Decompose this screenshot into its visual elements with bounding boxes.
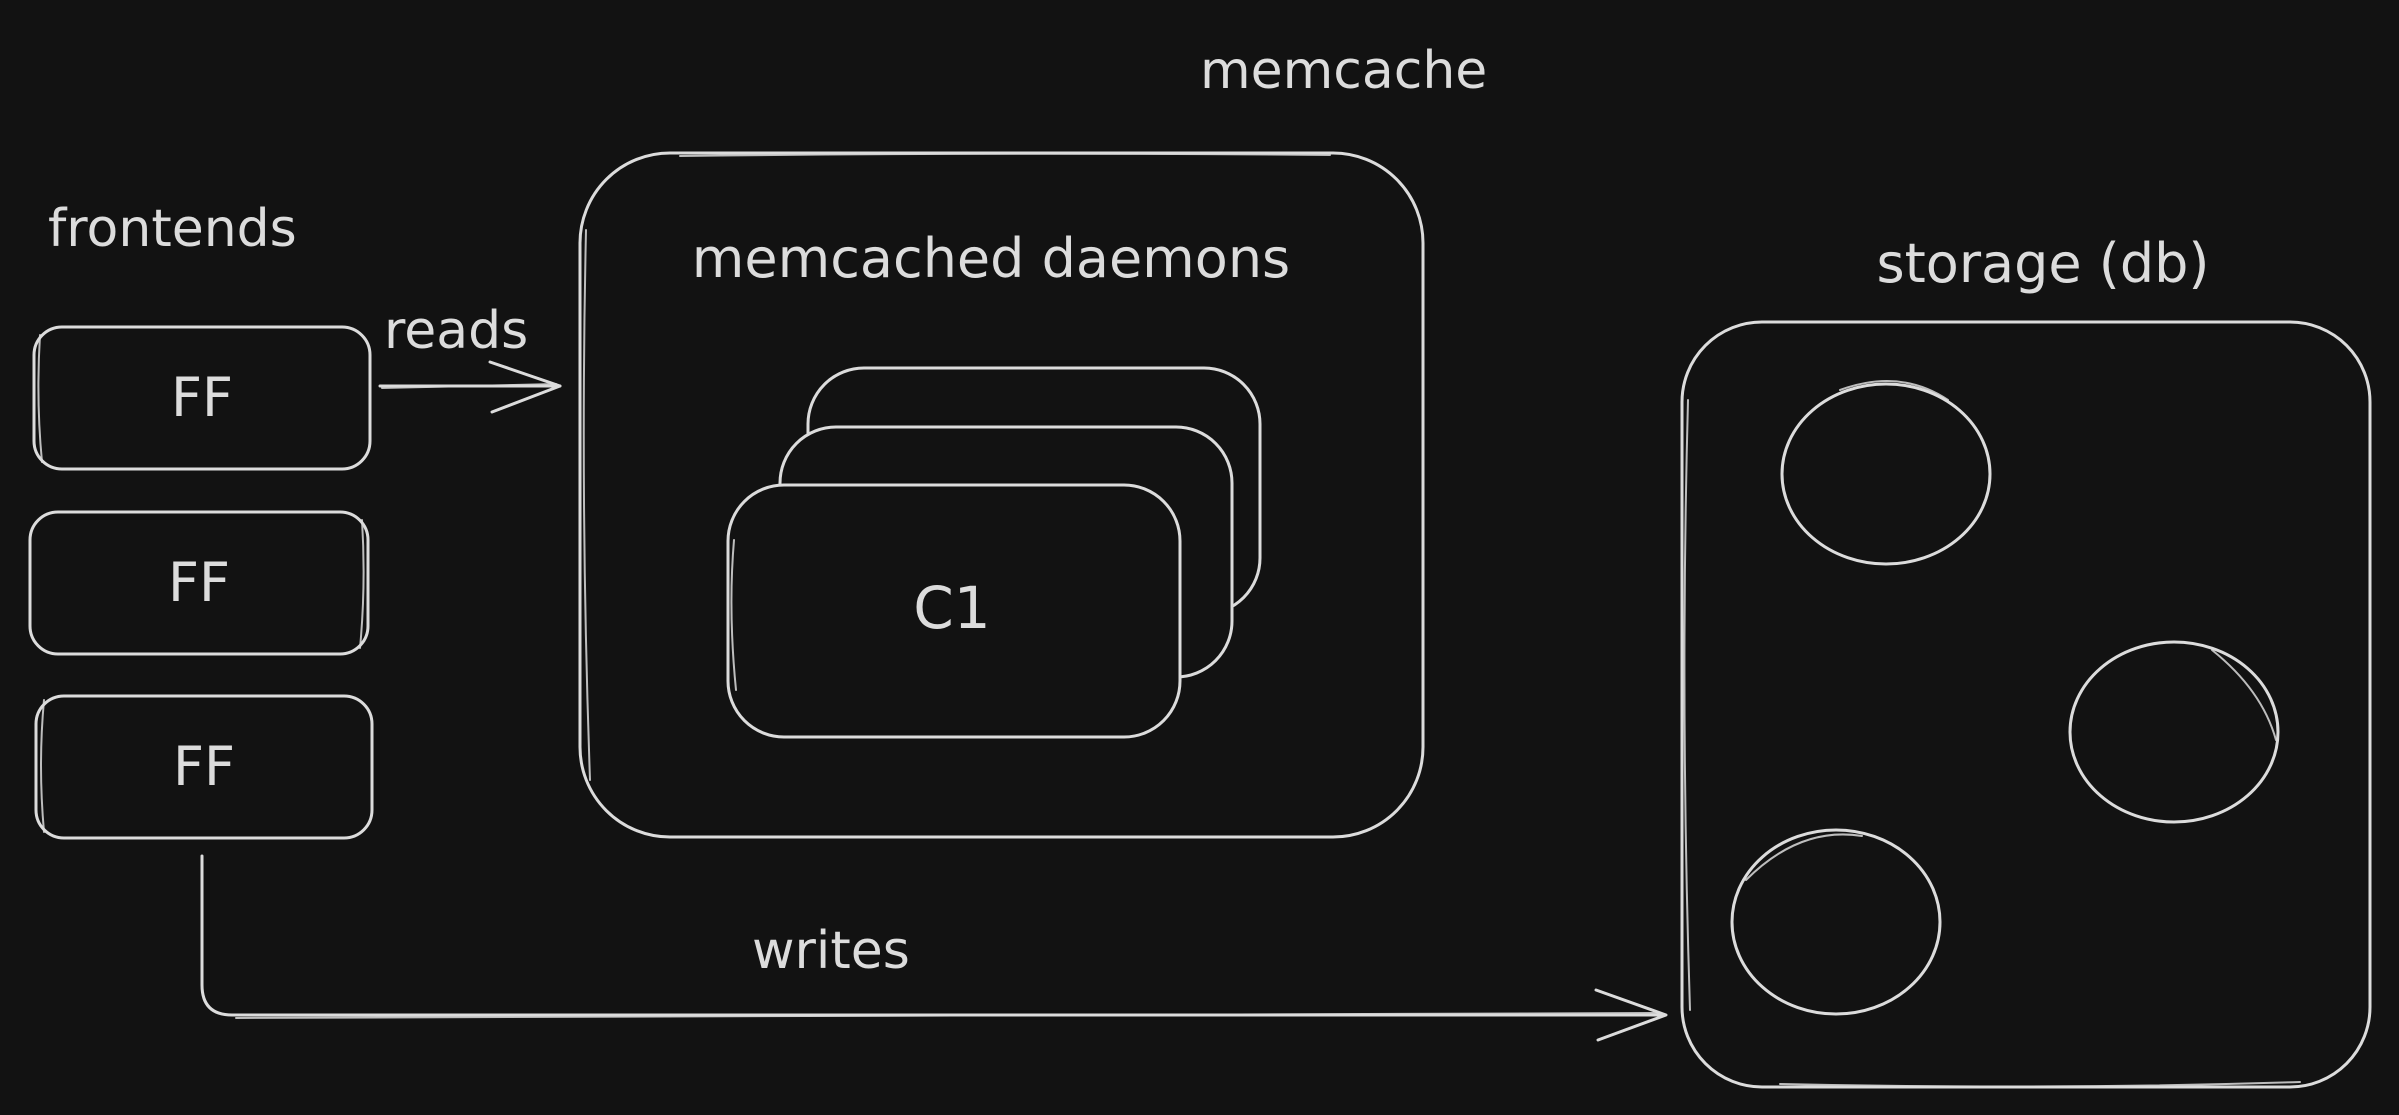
frontend-node[interactable]: FF [28, 510, 370, 656]
frontend-node-label: FF [168, 551, 230, 614]
cache-card-front-sketch [730, 539, 737, 691]
writes-label: writes [752, 921, 910, 981]
frontend-node[interactable]: FF [34, 694, 374, 840]
frontend-node-label: FF [171, 366, 233, 429]
writes-arrow: writes [200, 854, 1668, 1042]
memcache-group: memcache memcached daemons C1 [578, 41, 1487, 839]
frontends-group: frontends FF FF FF [28, 199, 374, 840]
reads-arrow: reads [378, 301, 562, 414]
writes-arrow-line-sketch [235, 1012, 1661, 1019]
memcache-inner-title: memcached daemons [692, 227, 1290, 290]
reads-arrow-line-sketch [381, 383, 557, 389]
frontend-node-box [32, 325, 372, 471]
db-node[interactable] [2068, 640, 2280, 824]
storage-group: storage (db) [1680, 232, 2372, 1089]
writes-arrow-line [200, 854, 1666, 1017]
db-node-circle [2068, 640, 2280, 824]
storage-container-sketch [1683, 399, 1691, 1011]
frontend-node-box [28, 510, 370, 656]
memcache-container-sketch [582, 229, 591, 781]
frontend-node-sketch [37, 334, 43, 463]
frontend-node-label: FF [173, 735, 235, 798]
db-node[interactable] [1730, 828, 1942, 1016]
memcache-container-sketch [679, 152, 1331, 157]
frontend-node[interactable]: FF [32, 325, 372, 471]
cache-card-label: C1 [913, 574, 990, 642]
reads-label: reads [384, 301, 528, 361]
storage-container [1680, 320, 2372, 1089]
reads-arrowhead [488, 360, 562, 414]
memcache-title: memcache [1200, 41, 1487, 101]
frontend-node-sketch [359, 519, 365, 649]
db-node-sketch [1839, 380, 1949, 401]
db-node-sketch [2211, 649, 2277, 741]
storage-container-sketch [1779, 1081, 2301, 1088]
frontends-title: frontends [48, 199, 297, 259]
writes-arrowhead [1594, 988, 1668, 1042]
cache-card-front-box [726, 483, 1182, 739]
storage-title: storage (db) [1877, 232, 2210, 295]
db-node-circle [1780, 382, 1992, 566]
db-node-sketch [1745, 833, 1863, 881]
db-node[interactable] [1780, 380, 1992, 566]
db-node-circle [1730, 828, 1942, 1016]
frontend-node-sketch [40, 699, 45, 833]
cache-card-front[interactable]: C1 [726, 483, 1182, 739]
frontend-node-box [34, 694, 374, 840]
